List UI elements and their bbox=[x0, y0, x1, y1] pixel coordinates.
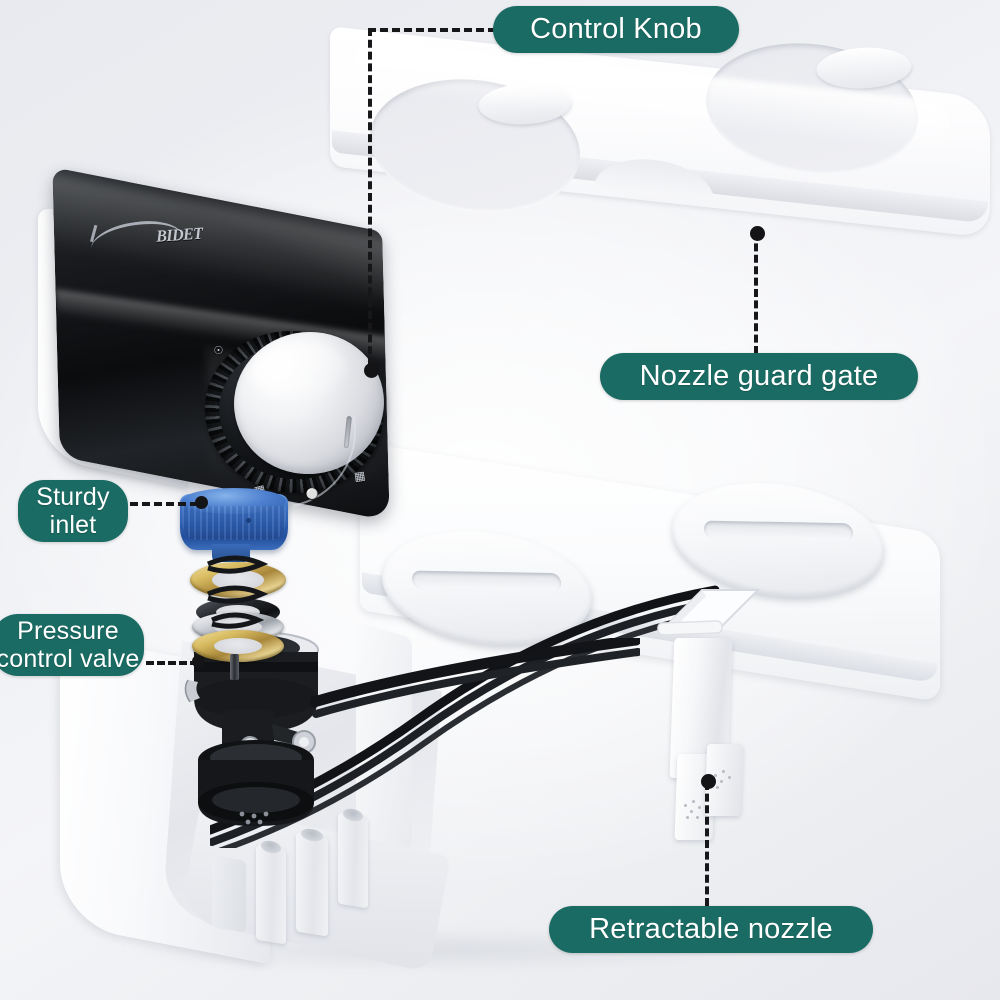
leader-dot-retractable-nozzle bbox=[701, 774, 716, 789]
base-socket bbox=[212, 855, 246, 933]
leader-dot-nozzle-guard-gate bbox=[750, 226, 765, 241]
brass-washer-upper bbox=[190, 562, 286, 598]
valve-spring bbox=[206, 555, 268, 629]
pressure-control-valve-body bbox=[184, 628, 319, 826]
lower-body-assembly bbox=[60, 442, 940, 978]
water-hose bbox=[310, 638, 640, 718]
callout-pressure-control-valve[interactable]: Pressure control valve bbox=[0, 614, 144, 676]
leader-dot-pressure-control-valve bbox=[192, 655, 205, 668]
inlet-valve-exploded-stack bbox=[168, 484, 308, 684]
nozzle-guard-gate-part bbox=[330, 26, 990, 267]
dial-icon-spray: ☉ bbox=[212, 343, 226, 359]
callout-nozzle-guard-gate[interactable]: Nozzle guard gate bbox=[600, 353, 918, 400]
nozzle-retainer-clip bbox=[657, 589, 761, 636]
brass-washer-lower-bore bbox=[214, 638, 262, 654]
brand-wordmark: BIDET bbox=[155, 224, 204, 246]
callout-control-knob[interactable]: Control Knob bbox=[493, 6, 739, 53]
callout-retractable-nozzle[interactable]: Retractable nozzle bbox=[549, 906, 873, 953]
inlet-cap-marker bbox=[246, 518, 251, 523]
valve-stem bbox=[230, 654, 239, 680]
leader-dot-control-knob bbox=[364, 363, 379, 378]
nozzle-disc-right-slot bbox=[702, 520, 855, 542]
control-housing-part: BIDET ☉ ▦ ⚪ ▦ bbox=[38, 166, 418, 538]
inlet-cap-ribs bbox=[182, 506, 286, 540]
washer-bore bbox=[212, 570, 264, 590]
leader-dot-sturdy-inlet bbox=[195, 496, 208, 509]
base-post-left bbox=[256, 839, 286, 945]
dial-icon-high: ▦ bbox=[353, 468, 367, 484]
callout-sturdy-inlet[interactable]: Sturdy inlet bbox=[18, 480, 128, 542]
